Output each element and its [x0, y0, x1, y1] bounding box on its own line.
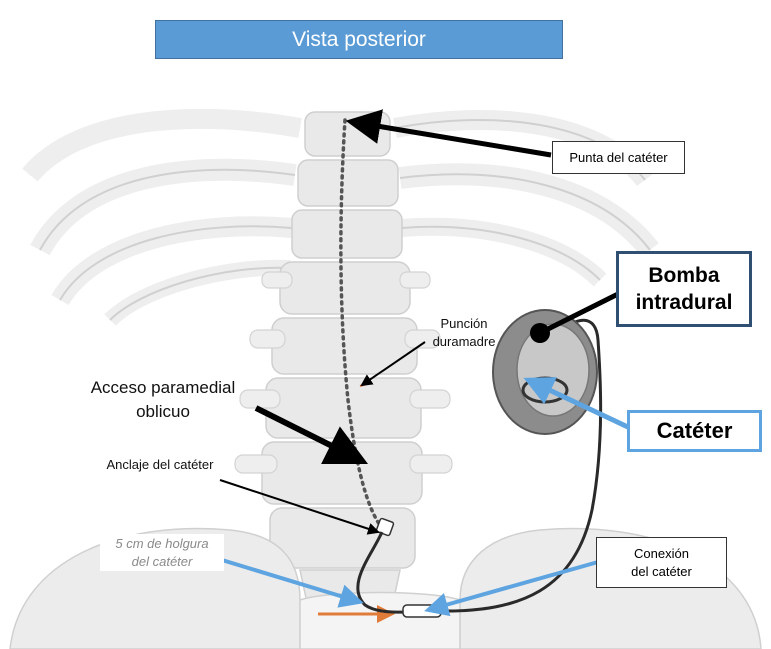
- catheter-slack-loop: [356, 531, 416, 614]
- label-catheter-anchor: Anclaje del catéter: [106, 457, 214, 472]
- label-intradural-pump: Bomba intradural: [616, 251, 752, 327]
- arrow-to-anchor: [219, 479, 380, 535]
- label-dural-puncture: Punción duramadre: [410, 315, 518, 351]
- connection-label-line1: Conexión: [634, 545, 689, 561]
- connection-label-line2: del catéter: [631, 563, 692, 579]
- label-catheter-connection: Conexión del catéter: [596, 537, 727, 588]
- label-catheter-tip: Punta del catéter: [552, 141, 685, 174]
- puncture-label-line1: Punción: [440, 316, 488, 331]
- arrow-to-catheter-tip: [345, 109, 552, 158]
- pump-label-line1: Bomba: [648, 263, 720, 287]
- pump-label-line2: intradural: [635, 291, 733, 314]
- transverse-processes: [234, 271, 453, 474]
- arrow-paramedial-access: [254, 405, 369, 465]
- access-label-line1: Acceso paramedial: [90, 378, 236, 397]
- pump-pointer-line: [538, 290, 622, 336]
- ribs: [22, 108, 659, 326]
- catheter-intrathecal-segment: [339, 118, 384, 530]
- access-label-line2: oblicuo: [136, 401, 190, 421]
- label-catheter-slack: 5 cm de holgura del catéter: [100, 534, 224, 572]
- slack-label-line2: del catéter: [131, 553, 193, 569]
- arrow-to-connection: [424, 560, 599, 617]
- arrow-catheter-to-pump: [523, 377, 632, 431]
- arrow-slack: [221, 558, 364, 608]
- slack-label-line1: 5 cm de holgura: [115, 536, 209, 551]
- page-title: Vista posterior: [155, 20, 563, 59]
- puncture-label-line2: duramadre: [432, 334, 496, 350]
- label-catheter: Catéter: [627, 410, 762, 452]
- arrow-to-dural-puncture: [360, 341, 426, 387]
- label-paramedial-access: Acceso paramedial oblicuo: [48, 376, 278, 424]
